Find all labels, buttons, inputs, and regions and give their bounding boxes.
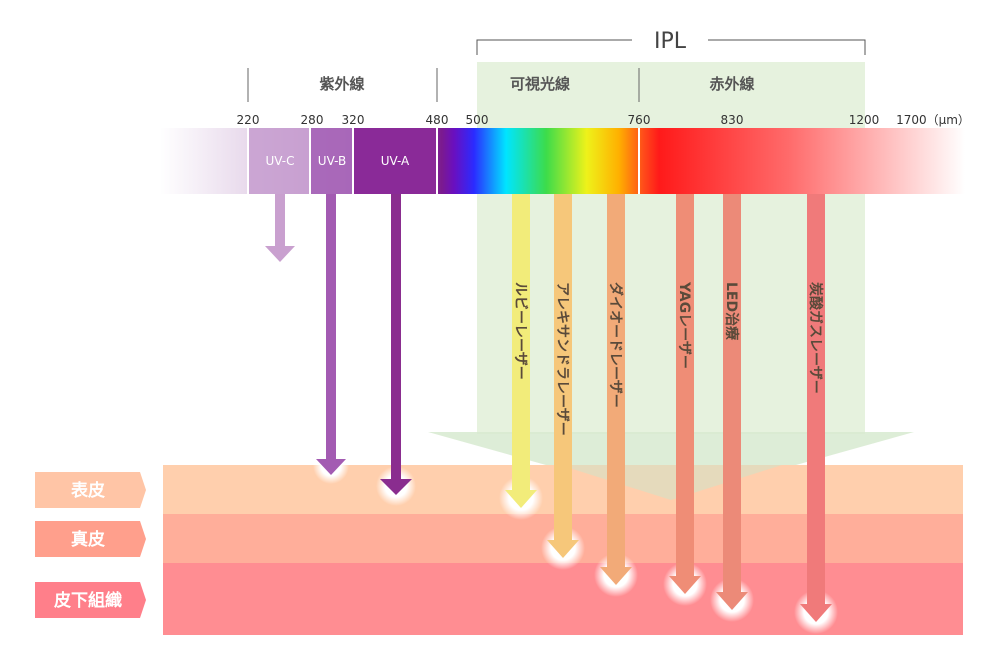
- laser-arrows: [499, 194, 838, 634]
- subcutaneous-layer: [163, 563, 963, 635]
- diode-laser-label: ダイオードレーザー: [607, 282, 624, 408]
- yag-laser-label: YAGレーザー: [676, 281, 692, 369]
- tick-label: 320: [342, 113, 365, 127]
- uv-arrows: [265, 194, 416, 506]
- tick-label: 500: [466, 113, 489, 127]
- uva-label: UV-A: [381, 154, 410, 168]
- wavelength-ticks: 220 280 320 480 500 760 830 1200 1700（μm…: [237, 113, 970, 127]
- ipl-bracket: IPL: [476, 29, 866, 55]
- led-treatment-label: LED治療: [723, 282, 740, 341]
- tick-label: 480: [426, 113, 449, 127]
- layer-tags: 表皮 真皮 皮下組織: [35, 472, 146, 618]
- alexandrite-laser-label: アレキサンドラレーザー: [554, 282, 570, 436]
- ruby-laser-label: ルビーレーザー: [512, 282, 528, 380]
- visible-band-title: 可視光線: [510, 75, 570, 93]
- uvc-label: UV-C: [266, 154, 295, 168]
- ipl-label: IPL: [654, 29, 687, 54]
- tick-label: 220: [237, 113, 260, 127]
- epidermis-tag: 表皮: [71, 480, 105, 501]
- ipl-arrow: [428, 62, 914, 500]
- tick-label: 1200: [849, 113, 880, 127]
- dermis-tag: 真皮: [71, 529, 105, 550]
- uv-band-title: 紫外線: [319, 75, 364, 93]
- uvb-label: UV-B: [318, 154, 346, 168]
- band-headers: 紫外線 可視光線 赤外線: [247, 68, 755, 102]
- spectrum-bar: UV-C UV-B UV-A: [160, 128, 965, 194]
- tick-label: 1700（μm）: [896, 113, 970, 127]
- laser-labels: ルビーレーザー アレキサンドラレーザー ダイオードレーザー YAGレーザー LE…: [512, 281, 824, 436]
- tick-label: 760: [628, 113, 651, 127]
- tick-label: 830: [721, 113, 744, 127]
- subcutaneous-tag: 皮下組織: [54, 590, 122, 611]
- tick-label: 280: [301, 113, 324, 127]
- co2-laser-label: 炭酸ガスレーザー: [807, 282, 824, 394]
- infrared-band-title: 赤外線: [709, 75, 754, 93]
